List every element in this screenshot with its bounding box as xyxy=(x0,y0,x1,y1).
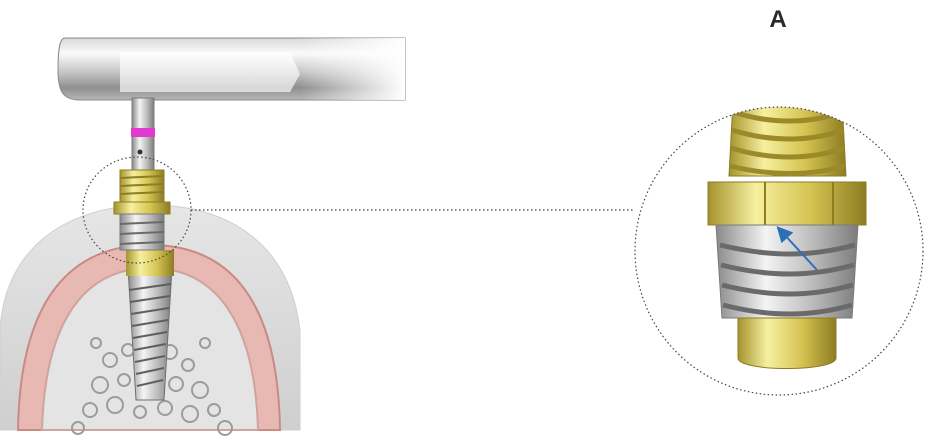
driver-handle xyxy=(58,38,405,100)
magnified-abutment xyxy=(708,82,866,369)
abutment-small xyxy=(114,170,170,250)
detail-label: A xyxy=(763,6,793,34)
driver-shaft xyxy=(131,98,155,170)
implant-body xyxy=(128,268,172,400)
magenta-marker xyxy=(131,128,155,137)
